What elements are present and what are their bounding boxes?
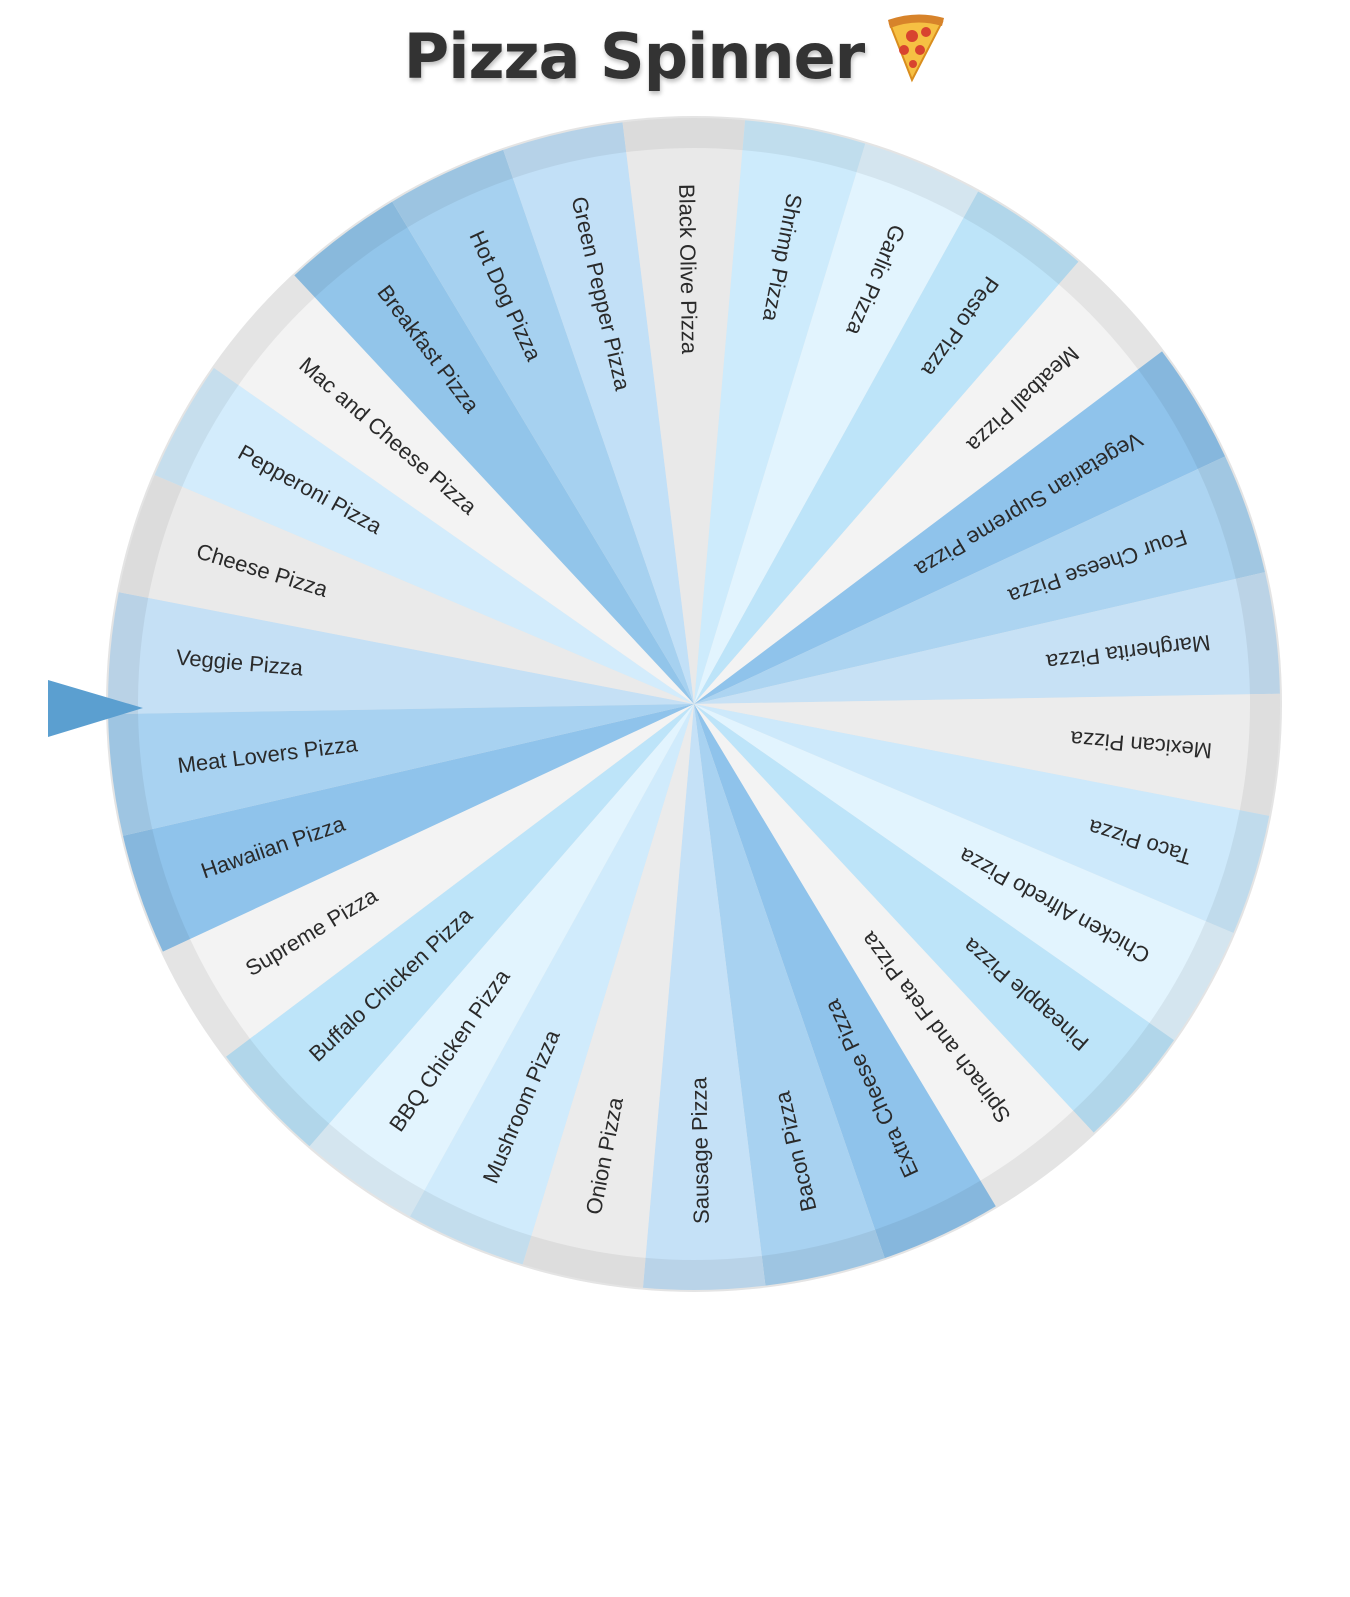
wheel-segment[interactable] [694, 704, 885, 1286]
wheel-segment[interactable] [392, 149, 694, 704]
wheel-segment-rim [875, 1180, 996, 1259]
wheel-segment[interactable] [694, 143, 979, 704]
wheel-segment-rim [761, 1229, 885, 1286]
wheel-segment-rim [522, 1235, 646, 1288]
wheel-segment[interactable] [522, 704, 694, 1288]
wheel-segment-rim [294, 201, 408, 298]
wheel-segment-rim [503, 122, 627, 179]
wheel-segment-rim [963, 191, 1079, 285]
wheel-segment-rim [1138, 351, 1226, 470]
wheel-segment-rim [980, 1110, 1094, 1207]
wheel-segment[interactable] [123, 704, 694, 952]
wheel-segment-rim [409, 1190, 532, 1265]
page-title-text: Pizza Spinner [403, 20, 865, 93]
wheel-segment-rim [392, 149, 513, 228]
wheel-pointer [48, 680, 143, 737]
wheel-segment[interactable] [694, 704, 1234, 1041]
wheel-segment-rim [1235, 572, 1280, 695]
wheel-segment-rim [642, 1255, 766, 1291]
page-title: Pizza Spinner [0, 14, 1350, 93]
wheel-segment-rim [742, 120, 866, 173]
wheel-segment-rim [1149, 921, 1234, 1041]
wheel-segment[interactable] [225, 704, 695, 1147]
wheel-segment[interactable] [309, 704, 694, 1217]
wheel-segments[interactable] [106, 116, 1282, 1292]
wheel-segment-rim [118, 475, 183, 598]
wheel-segment[interactable] [622, 118, 746, 705]
wheel-segment-rim [123, 829, 191, 952]
wheel-segment-rim [154, 367, 239, 487]
wheel-segment-rim [309, 1123, 425, 1217]
wheel-segment-rim [1073, 1022, 1175, 1133]
wheel-segment[interactable] [213, 275, 694, 704]
wheel-segment[interactable] [694, 572, 1280, 704]
wheel-segment-rim [1205, 810, 1270, 933]
wheel-segment[interactable] [694, 704, 1270, 933]
wheel-segment[interactable] [694, 351, 1226, 704]
wheel-segment[interactable] [694, 693, 1280, 816]
wheel-segment-rim [1058, 261, 1163, 370]
wheel-segment[interactable] [108, 704, 695, 836]
wheel-segment[interactable] [409, 704, 694, 1265]
wheel-segment[interactable] [694, 456, 1265, 704]
wheel-segment-rim [1239, 693, 1280, 816]
wheel-segment[interactable] [694, 704, 996, 1259]
wheel-segment-rim [213, 275, 315, 386]
wheel-segment[interactable] [694, 120, 866, 704]
wheel-segment[interactable] [694, 261, 1163, 704]
wheel-segment-rim [225, 1038, 330, 1147]
wheel-segment-rim [108, 713, 153, 836]
wheel-segment-label: Black Olive Pizza [674, 184, 702, 355]
wheel-segment-rim [856, 143, 979, 218]
wheel-segment[interactable] [694, 704, 1175, 1133]
wheel-segment[interactable] [107, 592, 694, 715]
wheel-segment[interactable] [642, 704, 766, 1291]
wheel-segment-label: Sausage Pizza [686, 1076, 714, 1224]
wheel-segment-rim [622, 118, 746, 153]
wheel-segment[interactable] [694, 191, 1079, 705]
wheel-segment-rim [107, 592, 149, 715]
pizza-slice-icon [888, 14, 945, 83]
wheel-segment[interactable] [118, 475, 694, 704]
wheel-segment[interactable] [294, 201, 694, 705]
pointer-arrow-icon [48, 680, 143, 737]
wheel-segment[interactable] [154, 367, 694, 704]
wheel-segment-rim [1197, 456, 1265, 579]
wheel-segment[interactable] [503, 122, 694, 704]
wheel-segment[interactable] [694, 704, 1094, 1207]
wheel-segment-rim [162, 938, 250, 1057]
wheel-segment[interactable] [162, 704, 695, 1057]
